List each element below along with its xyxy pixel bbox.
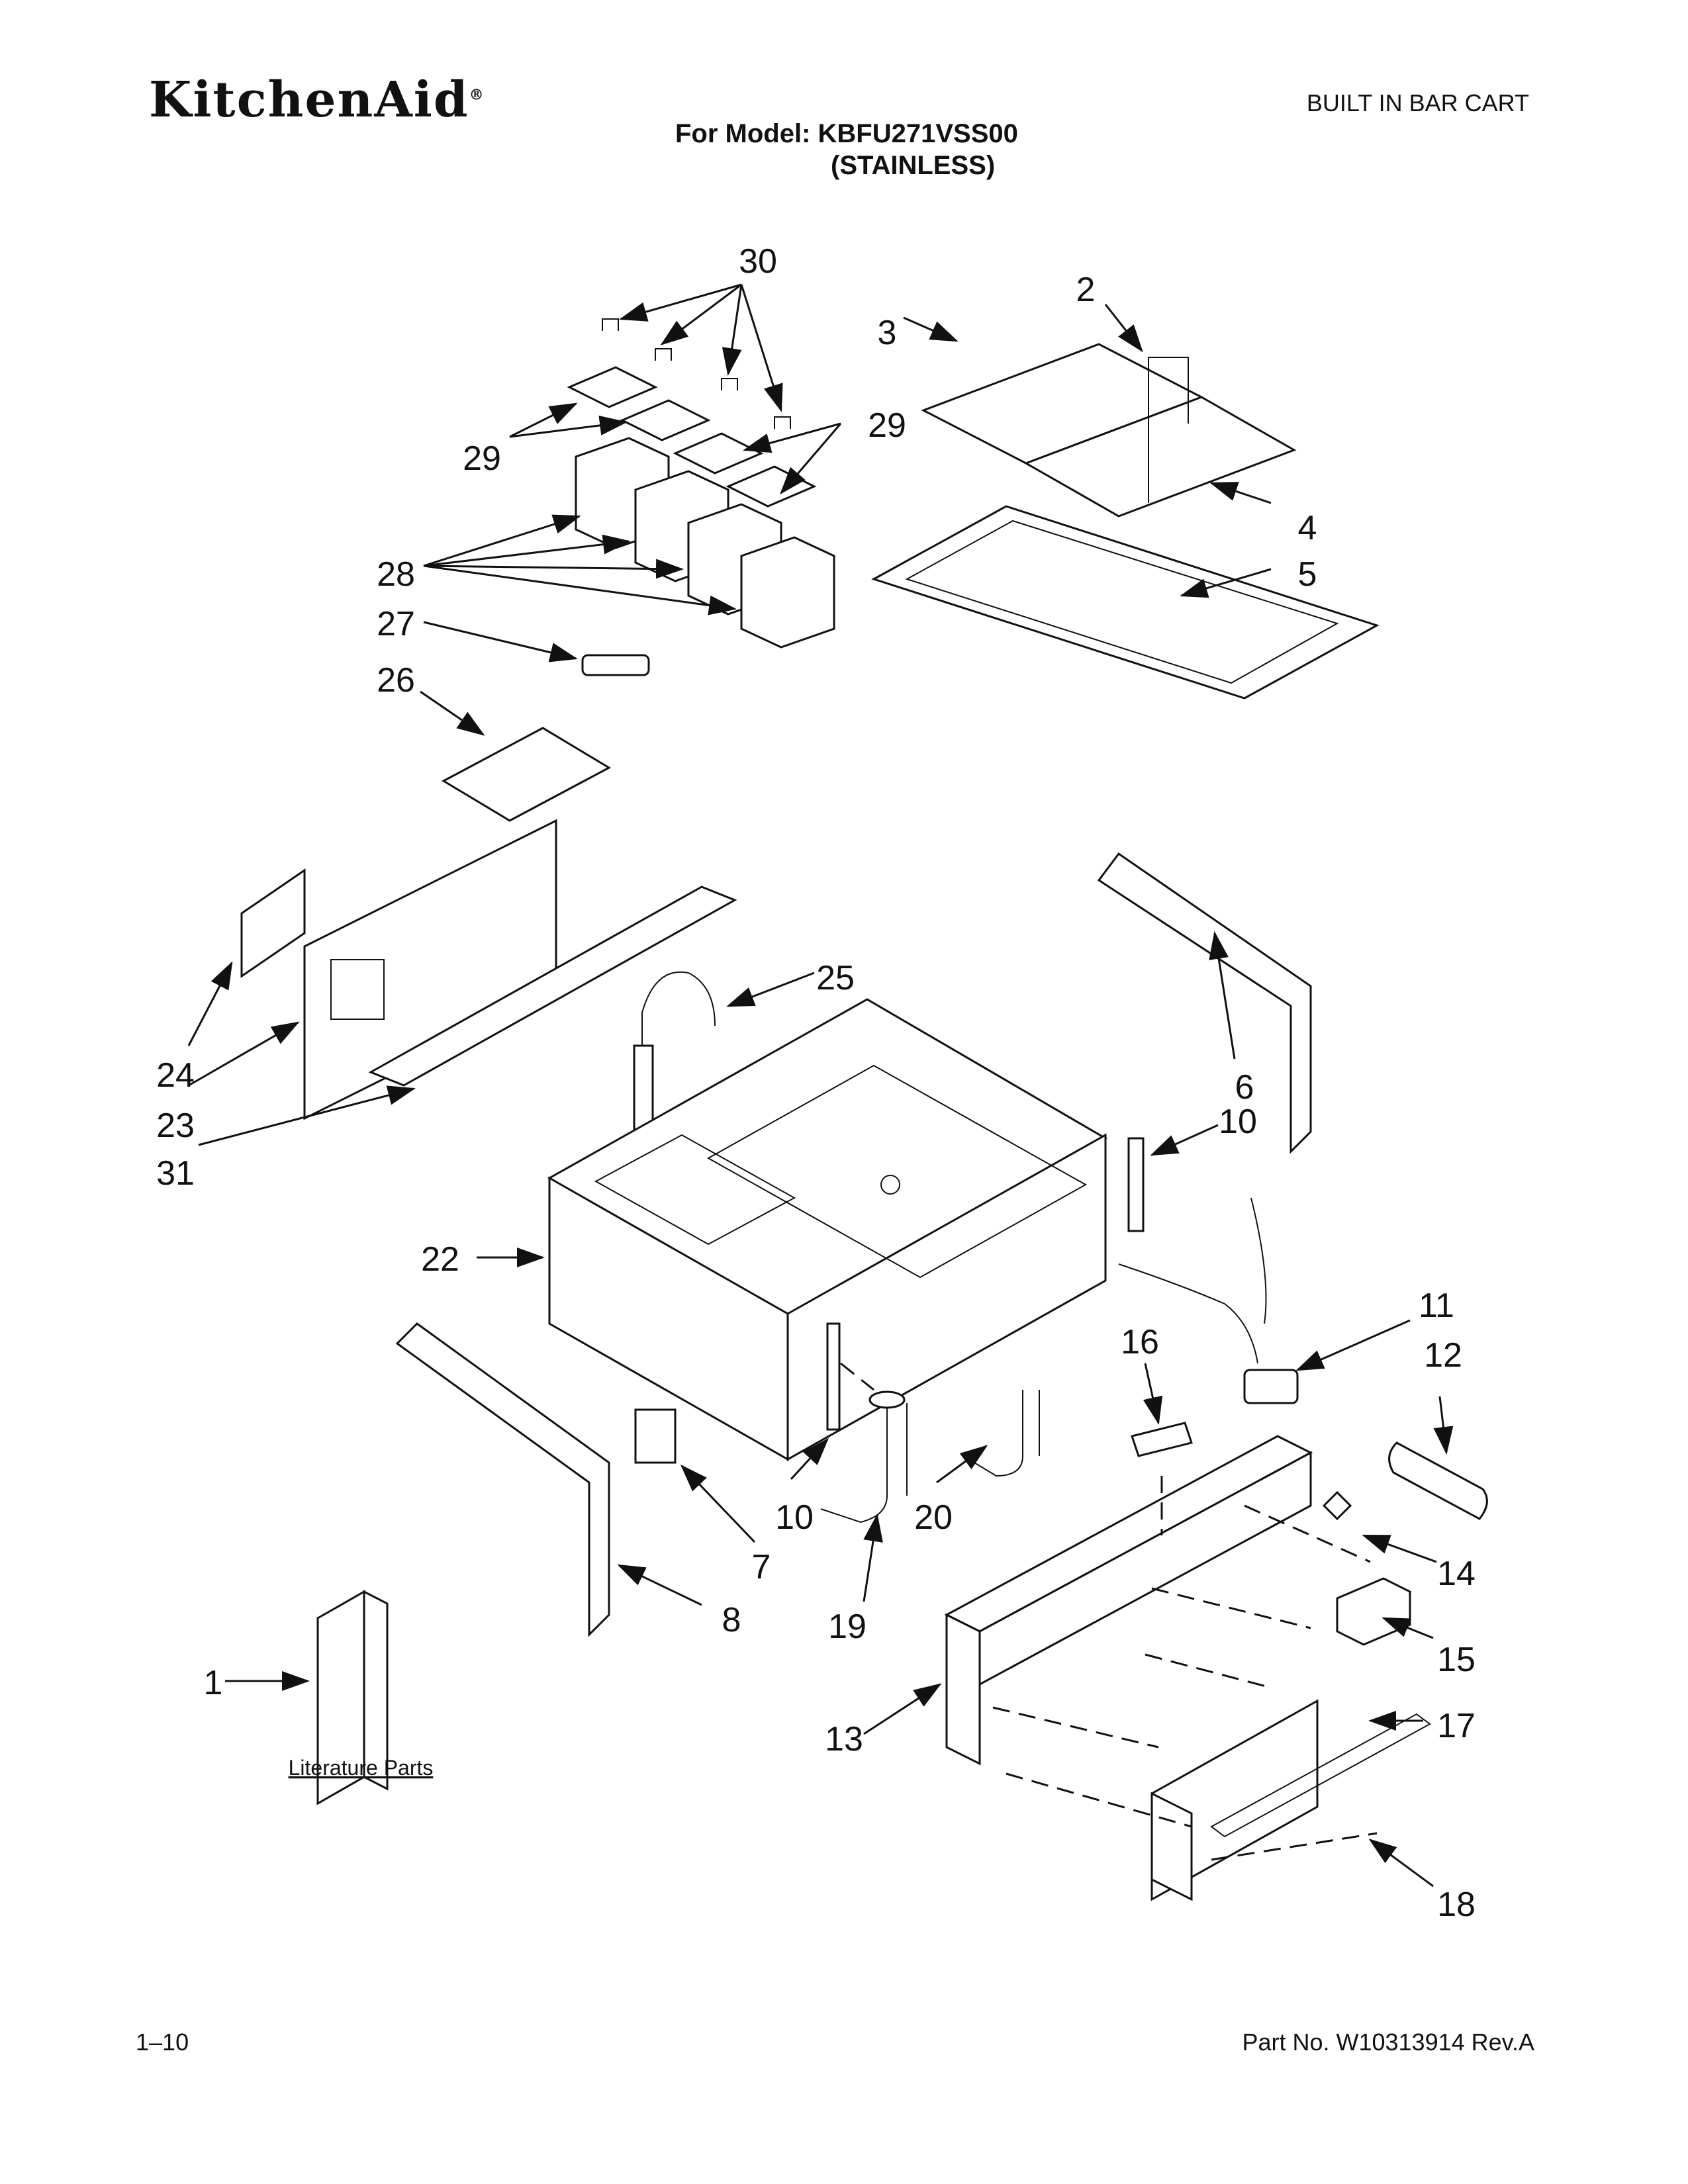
callout-16: 16 (1121, 1323, 1159, 1361)
callout-13: 13 (825, 1720, 863, 1758)
part-drawings (240, 318, 1488, 1901)
callout-10-left: 10 (775, 1498, 814, 1537)
callout-29-left: 29 (463, 439, 501, 478)
callout-18: 18 (1437, 1886, 1476, 1924)
page-number: 1–10 (136, 2028, 189, 2056)
model-number: For Model: KBFU271VSS00 (675, 119, 1018, 148)
callout-24: 24 (156, 1056, 195, 1095)
callout-10-right: 10 (1219, 1103, 1257, 1141)
callout-7: 7 (752, 1548, 771, 1586)
callout-22: 22 (421, 1240, 459, 1279)
callout-14: 14 (1437, 1555, 1476, 1593)
callout-2: 2 (1076, 271, 1096, 309)
callout-12: 12 (1424, 1336, 1462, 1375)
callout-6: 6 (1235, 1068, 1254, 1107)
callout-1: 1 (204, 1664, 223, 1702)
callout-15: 15 (1437, 1641, 1476, 1679)
callout-31: 31 (156, 1154, 195, 1193)
callout-20: 20 (914, 1498, 953, 1537)
registered-mark: ® (469, 86, 485, 104)
callout-4: 4 (1298, 509, 1317, 547)
callout-25: 25 (816, 959, 855, 997)
callout-29-right: 29 (868, 406, 906, 445)
callout-17: 17 (1437, 1707, 1476, 1745)
callout-28: 28 (377, 555, 415, 594)
brand-name: KitchenAid (149, 71, 469, 128)
callout-19: 19 (828, 1608, 867, 1646)
callout-23: 23 (156, 1107, 195, 1145)
part-number: Part No. W10313914 Rev.A (1242, 2028, 1534, 2056)
callout-3: 3 (878, 314, 897, 352)
callout-labels: 30 2 3 29 29 4 28 5 27 26 25 24 6 23 31 … (156, 242, 1476, 1924)
callout-30: 30 (739, 242, 777, 281)
leader-lines (187, 283, 1454, 1888)
callout-5: 5 (1298, 555, 1317, 594)
model-variant: (STAINLESS) (831, 151, 996, 180)
product-category: BUILT IN BAR CART (1306, 89, 1529, 116)
callout-27: 27 (377, 605, 415, 643)
brand-logo: KitchenAid® (149, 71, 485, 128)
callout-11: 11 (1419, 1287, 1454, 1325)
callout-8: 8 (722, 1601, 741, 1639)
literature-parts-label: Literature Parts (289, 1756, 434, 1780)
callout-26: 26 (377, 661, 415, 700)
